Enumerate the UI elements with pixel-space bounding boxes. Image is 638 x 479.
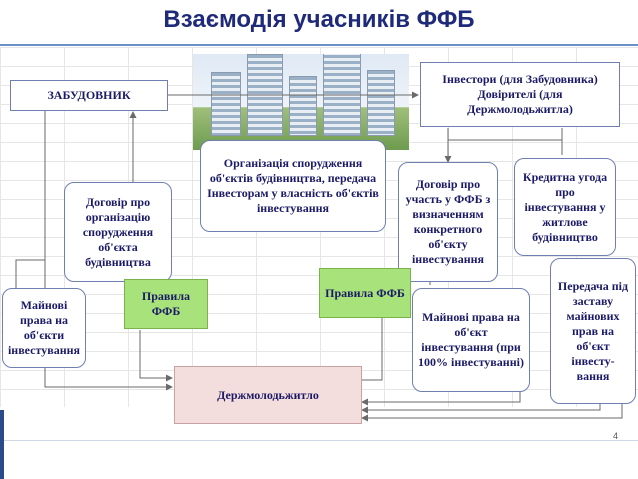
slide-accent — [0, 410, 4, 479]
arrow-developer-dmzh — [44, 110, 173, 391]
footer-divider — [0, 440, 638, 441]
property-rights-right-box: Майнові права на об'єкт інвестування (пр… — [412, 288, 530, 392]
rules-left-box: Правила ФФБ — [124, 279, 208, 329]
arrow-rules-dmzh — [139, 330, 173, 382]
credit-agreement-box: Кредитна угода про інвестування у житлов… — [514, 158, 616, 256]
dmzh-box: Держмолодьжитло — [174, 366, 362, 424]
property-rights-left-box: Майнові права на об'єкти інвестування — [2, 288, 86, 368]
rules-right-box: Правила ФФБ — [319, 268, 411, 318]
arrow-property-dmzh — [361, 392, 521, 406]
investors-box: Інвестори (для Забудовника) Довірителі (… — [420, 62, 620, 127]
construction-contract-box: Договір про організацію спорудження об'є… — [64, 182, 172, 282]
building-shape — [289, 76, 317, 136]
slide-title: Взаємодія учасників ФФБ — [163, 6, 475, 33]
arrow-pledge-dmzh — [361, 404, 601, 414]
developer-box: ЗАБУДОВНИК — [10, 80, 168, 111]
title-divider — [0, 44, 638, 46]
page-number: 4 — [612, 431, 618, 441]
pledge-transfer-box: Передача під заставу майнових прав на об… — [550, 258, 636, 404]
participation-contract-box: Договір про участь у ФФБ з визначенням к… — [398, 162, 498, 282]
building-shape — [367, 70, 395, 136]
building-shape — [211, 72, 241, 136]
organization-box: Організація спорудження об'єктів будівни… — [200, 140, 386, 232]
